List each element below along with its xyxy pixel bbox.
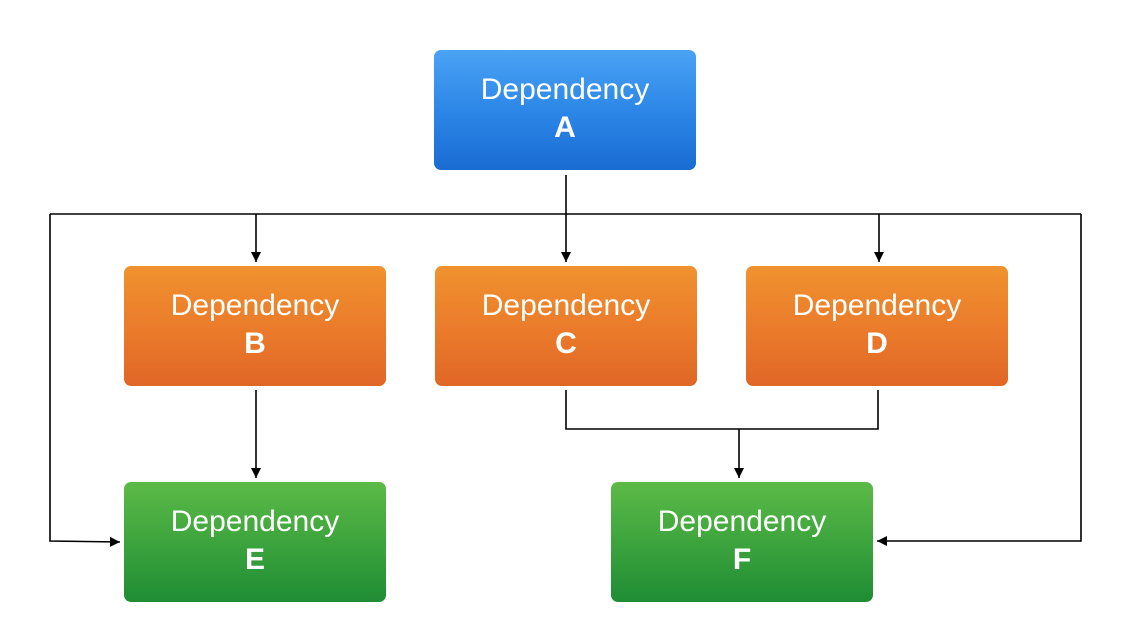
dependency-f-node: Dependency F — [611, 482, 873, 602]
dependency-e-node: Dependency E — [124, 482, 386, 602]
node-title: Dependency — [170, 505, 340, 538]
dependency-c-node: Dependency C — [435, 266, 697, 386]
edge-c-d-join — [565, 390, 879, 430]
dependency-b-node: Dependency B — [124, 266, 386, 386]
node-letter: E — [244, 543, 265, 576]
node-title: Dependency — [480, 73, 650, 106]
node-title: Dependency — [170, 289, 340, 322]
edge-a-to-f — [877, 214, 1082, 546]
node-letter: B — [244, 327, 266, 360]
node-title: Dependency — [481, 289, 651, 322]
node-letter: D — [866, 327, 888, 360]
node-title: Dependency — [792, 289, 962, 322]
dependency-d-node: Dependency D — [746, 266, 1008, 386]
node-letter: C — [555, 327, 577, 360]
dependency-a-node: Dependency A — [434, 50, 696, 170]
node-letter: F — [732, 543, 752, 576]
node-letter: A — [554, 111, 576, 144]
edge-a-to-e — [49, 214, 121, 547]
node-title: Dependency — [657, 505, 827, 538]
